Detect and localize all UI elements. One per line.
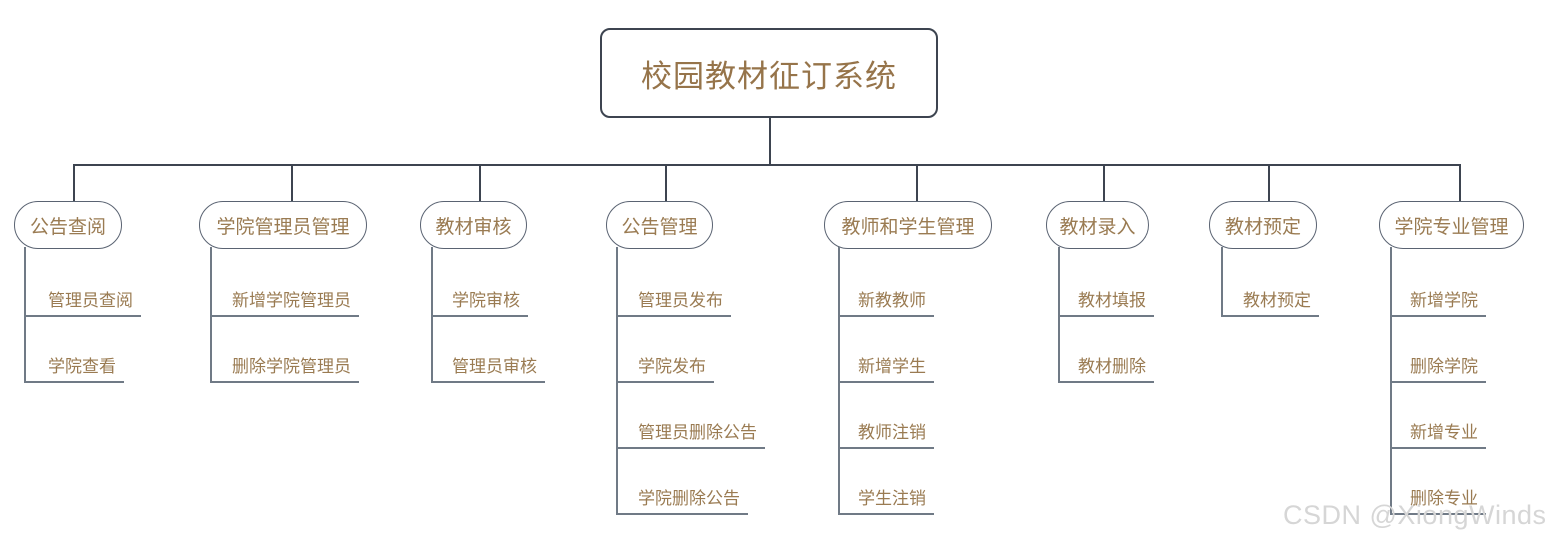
leaf-underline-7-2 xyxy=(1390,447,1486,449)
leaf-node-1-0[interactable]: 新增学院管理员 xyxy=(232,291,351,310)
leaf-node-4-1[interactable]: 新增学生 xyxy=(858,357,926,376)
leaf-node-7-2[interactable]: 新增专业 xyxy=(1410,423,1478,442)
leaf-underline-5-0 xyxy=(1058,315,1154,317)
leaf-spine-6 xyxy=(1221,247,1223,317)
leaf-underline-3-2 xyxy=(616,447,765,449)
leaf-underline-6-0 xyxy=(1221,315,1319,317)
branch-node-label: 教材审核 xyxy=(435,216,512,238)
leaf-underline-0-0 xyxy=(24,315,141,317)
branch-node-1[interactable]: 学院管理员管理 xyxy=(199,201,367,249)
leaf-underline-2-0 xyxy=(431,315,528,317)
leaf-node-3-2[interactable]: 管理员删除公告 xyxy=(638,423,757,442)
leaf-underline-2-1 xyxy=(431,381,545,383)
branch-node-label: 教师和学生管理 xyxy=(841,216,975,238)
branch-drop-4 xyxy=(916,164,918,201)
leaf-node-3-0[interactable]: 管理员发布 xyxy=(638,291,723,310)
leaf-underline-7-0 xyxy=(1390,315,1486,317)
leaf-underline-1-0 xyxy=(210,315,359,317)
branch-drop-5 xyxy=(1103,164,1105,201)
leaf-underline-1-1 xyxy=(210,381,359,383)
leaf-node-1-1[interactable]: 删除学院管理员 xyxy=(232,357,351,376)
branch-drop-6 xyxy=(1268,164,1270,201)
branch-node-3[interactable]: 公告管理 xyxy=(606,201,713,249)
leaf-node-2-1[interactable]: 管理员审核 xyxy=(452,357,537,376)
branch-drop-0 xyxy=(73,164,75,201)
branch-node-label: 公告查阅 xyxy=(29,216,106,238)
leaf-underline-7-3 xyxy=(1390,513,1486,515)
leaf-node-7-0[interactable]: 新增学院 xyxy=(1410,291,1478,310)
leaf-underline-5-1 xyxy=(1058,381,1154,383)
branch-node-7[interactable]: 学院专业管理 xyxy=(1379,201,1524,249)
leaf-underline-4-2 xyxy=(838,447,934,449)
leaf-node-2-0[interactable]: 学院审核 xyxy=(452,291,520,310)
leaf-node-0-1[interactable]: 学院查看 xyxy=(48,357,116,376)
branch-bus xyxy=(73,164,1461,166)
branch-node-label: 教材录入 xyxy=(1059,216,1136,238)
leaf-node-7-1[interactable]: 删除学院 xyxy=(1410,357,1478,376)
branch-node-5[interactable]: 教材录入 xyxy=(1046,201,1149,249)
leaf-underline-3-0 xyxy=(616,315,731,317)
branch-node-4[interactable]: 教师和学生管理 xyxy=(824,201,992,249)
branch-node-0[interactable]: 公告查阅 xyxy=(14,201,122,249)
branch-drop-1 xyxy=(291,164,293,201)
branch-node-label: 学院专业管理 xyxy=(1394,216,1509,238)
leaf-node-5-0[interactable]: 教材填报 xyxy=(1078,291,1146,310)
leaf-underline-3-3 xyxy=(616,513,748,515)
root-node[interactable]: 校园教材征订系统 xyxy=(600,28,938,118)
leaf-node-3-1[interactable]: 学院发布 xyxy=(638,357,706,376)
branch-node-6[interactable]: 教材预定 xyxy=(1209,201,1317,249)
leaf-node-3-3[interactable]: 学院删除公告 xyxy=(638,489,740,508)
branch-drop-3 xyxy=(665,164,667,201)
branch-node-2[interactable]: 教材审核 xyxy=(420,201,527,249)
branch-node-label: 教材预定 xyxy=(1224,216,1301,238)
leaf-node-7-3[interactable]: 删除专业 xyxy=(1410,489,1478,508)
leaf-underline-7-1 xyxy=(1390,381,1486,383)
leaf-node-5-1[interactable]: 教材删除 xyxy=(1078,357,1146,376)
branch-node-label: 公告管理 xyxy=(621,216,698,238)
leaf-underline-4-0 xyxy=(838,315,934,317)
root-stem xyxy=(769,118,771,166)
leaf-node-6-0[interactable]: 教材预定 xyxy=(1243,291,1311,310)
branch-drop-7 xyxy=(1459,164,1461,201)
branch-node-label: 学院管理员管理 xyxy=(216,216,350,238)
leaf-node-0-0[interactable]: 管理员查阅 xyxy=(48,291,133,310)
leaf-underline-3-1 xyxy=(616,381,714,383)
leaf-node-4-2[interactable]: 教师注销 xyxy=(858,423,926,442)
leaf-node-4-0[interactable]: 新教教师 xyxy=(858,291,926,310)
leaf-underline-0-1 xyxy=(24,381,124,383)
leaf-underline-4-1 xyxy=(838,381,934,383)
branch-drop-2 xyxy=(479,164,481,201)
leaf-underline-4-3 xyxy=(838,513,934,515)
leaf-node-4-3[interactable]: 学生注销 xyxy=(858,489,926,508)
